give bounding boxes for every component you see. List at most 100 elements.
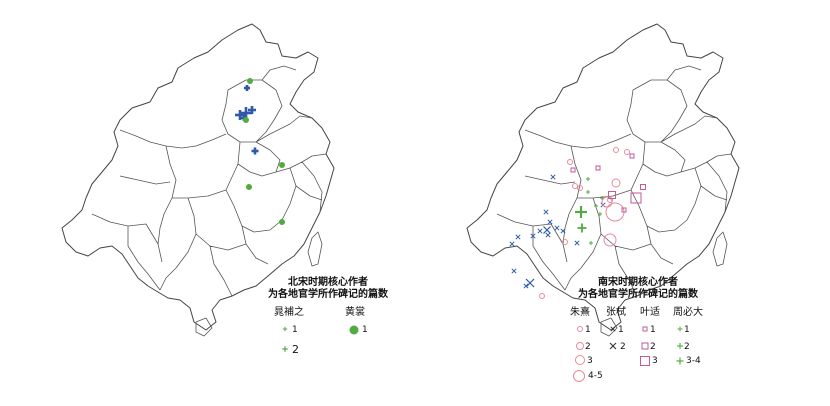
- x-icon: [545, 232, 551, 238]
- legend-symbols: [282, 325, 684, 382]
- plus-icon: [282, 346, 288, 352]
- left-title-line2: 为各地官学所作碑记的篇数: [268, 289, 388, 300]
- x-icon: [543, 209, 549, 215]
- legend-yeshi-3: 3: [652, 356, 658, 366]
- legend-header-zhangshi: 张栻: [606, 307, 626, 318]
- legend-header-huangshang: 黄裳: [345, 307, 365, 318]
- right-map-outline: [466, 23, 740, 331]
- x-icon: [523, 283, 529, 289]
- circle-icon: [576, 342, 584, 350]
- legend-yeshi-2: 2: [650, 342, 656, 352]
- legend-zhangshi-2: 2: [620, 342, 626, 352]
- circle-icon: [575, 355, 585, 365]
- circle-icon: [567, 159, 573, 165]
- dot-icon: [349, 325, 359, 335]
- x-icon: [574, 240, 580, 246]
- circle-icon: [605, 202, 625, 222]
- x-icon-b: [609, 342, 617, 350]
- x-icon: [537, 228, 543, 234]
- x-icon-b: [511, 268, 517, 274]
- plus-icon: [575, 206, 587, 218]
- square-icon: [640, 356, 650, 366]
- left-map-taiwan: [307, 231, 323, 267]
- plus-icon: [248, 106, 256, 114]
- circle-icon: [562, 239, 568, 245]
- x-icon-b: [509, 241, 515, 247]
- circle-icon: [573, 370, 585, 382]
- left-map: [61, 23, 335, 337]
- x-icon: [547, 219, 553, 225]
- right-map: [466, 23, 740, 337]
- plus-icon: [598, 212, 602, 216]
- circle-icon: [577, 185, 583, 191]
- x-icon-b: [537, 228, 543, 234]
- map-markers: [235, 78, 646, 299]
- dot-icon: [279, 162, 285, 168]
- square-icon: [641, 342, 649, 350]
- x-icon-b: [554, 225, 560, 231]
- right-title-line2: 为各地官学所作碑记的篇数: [578, 289, 698, 300]
- legend-zhuxi-2: 2: [585, 342, 591, 352]
- right-map-taiwan: [712, 231, 728, 267]
- x-icon-b: [525, 278, 535, 288]
- circle-icon: [577, 326, 583, 332]
- legend-zhangshi-1: 1: [618, 325, 624, 335]
- circle-icon: [611, 178, 621, 188]
- plus-icon: [586, 177, 590, 181]
- x-icon-b: [610, 326, 616, 332]
- plus-icon: [594, 204, 598, 208]
- x-icon: [509, 241, 515, 247]
- circle-icon: [572, 183, 578, 189]
- circle-icon: [603, 233, 617, 247]
- dot-icon: [243, 117, 249, 123]
- legend-zhoubida-1: 1: [684, 325, 690, 335]
- x-icon-b: [515, 234, 521, 240]
- legend-header-zhoubida: 周必大: [673, 307, 703, 318]
- plus-icon: [251, 147, 259, 155]
- circle-icon: [613, 147, 619, 153]
- x-icon-b: [530, 233, 536, 239]
- square-icon: [630, 192, 642, 204]
- x-icon: [610, 326, 616, 332]
- x-icon-b: [543, 226, 551, 234]
- x-icon-b: [547, 219, 553, 225]
- left-map-hainan: [195, 317, 213, 337]
- x-icon: [543, 226, 551, 234]
- legend-zhuxi-1: 1: [585, 325, 591, 335]
- square-icon: [608, 191, 616, 199]
- legend-zhuxi-4: 4-5: [588, 371, 603, 381]
- right-map-title: 南宋时期核心作者 为各地官学所作碑记的篇数: [558, 277, 718, 301]
- circle-icon: [624, 149, 630, 155]
- plus-icon: [677, 326, 683, 332]
- x-icon: [560, 228, 566, 234]
- x-icon: [530, 233, 536, 239]
- legend-yeshi-1: 1: [650, 325, 656, 335]
- legend-chaobuzhi-1: 1: [292, 325, 298, 335]
- x-icon: [554, 225, 560, 231]
- square-icon: [595, 165, 601, 171]
- square-icon: [642, 326, 648, 332]
- x-icon: [515, 234, 521, 240]
- x-icon-b: [560, 228, 566, 234]
- dot-icon: [247, 78, 253, 84]
- plus-icon: [244, 85, 250, 91]
- plus-icon: [676, 357, 684, 365]
- x-icon-b: [574, 240, 580, 246]
- square-icon: [629, 153, 635, 159]
- legend-zhoubida-2: 2: [684, 342, 690, 352]
- legend-zhuxi-3: 3: [587, 356, 593, 366]
- x-icon-b: [550, 174, 556, 180]
- left-map-outline: [61, 23, 335, 331]
- plus-icon: [586, 190, 590, 194]
- plus-icon: [282, 326, 288, 332]
- right-map-provinces: [496, 65, 732, 297]
- square-icon: [621, 207, 627, 213]
- legend-zhoubida-3: 3-4: [686, 356, 701, 366]
- x-icon: [525, 278, 535, 288]
- plus-icon: [577, 223, 587, 233]
- x-icon: [511, 268, 517, 274]
- x-icon: [550, 174, 556, 180]
- legend-huangshang-1: 1: [362, 325, 368, 335]
- x-icon-b: [523, 283, 529, 289]
